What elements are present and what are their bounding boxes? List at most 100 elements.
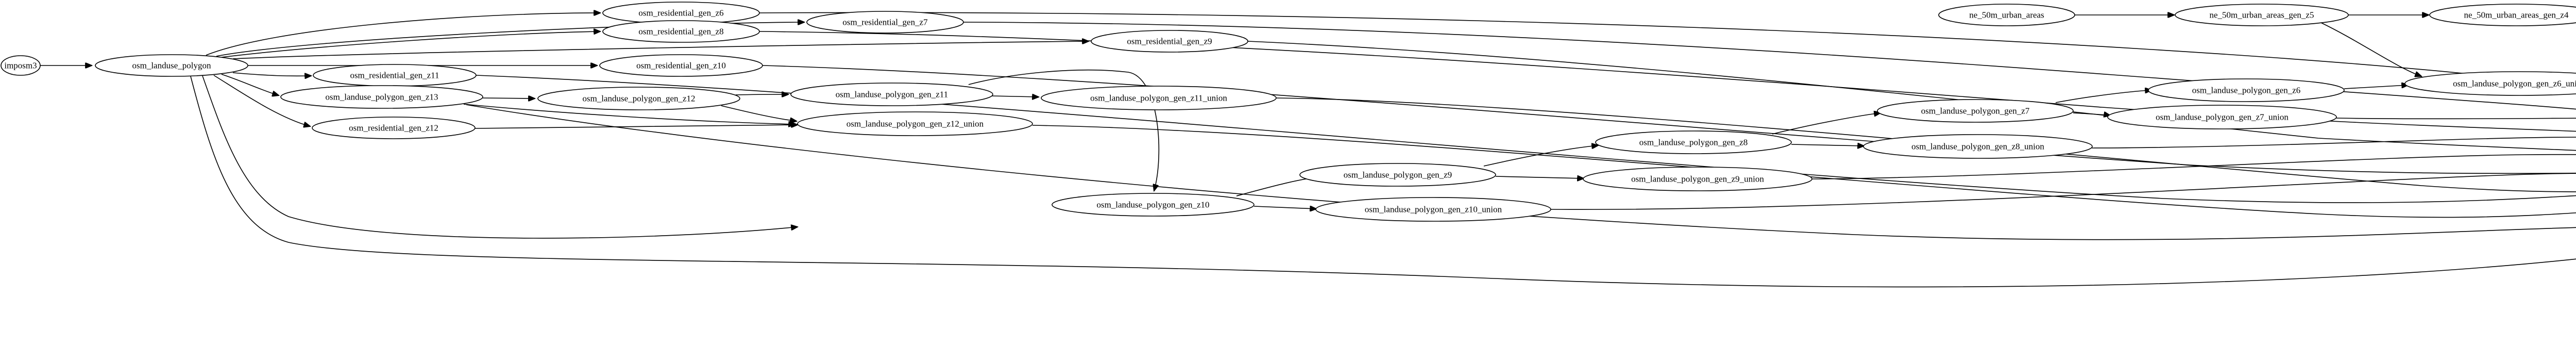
node-label: osm_residential_gen_z12	[349, 123, 438, 133]
node-ellipse	[1299, 163, 1496, 187]
graph-node-osm_landuse_polygon_gen_z8[interactable]: osm_landuse_polygon_gen_z8	[1595, 130, 1792, 154]
graph-edge	[1811, 154, 2576, 179]
graph-node-osm_landuse_polygon[interactable]: osm_landuse_polygon	[95, 54, 248, 77]
graph-node-osm_landuse_polygon_gen_z7[interactable]: osm_landuse_polygon_gen_z7	[1877, 99, 2074, 123]
graph-edge	[2320, 22, 2421, 76]
graph-edge	[2344, 85, 2408, 89]
graph-edge	[2073, 113, 2110, 116]
graph-edge	[466, 104, 2576, 240]
graph-edge	[963, 22, 2576, 110]
node-ellipse	[602, 20, 760, 43]
node-ellipse	[1938, 4, 2075, 26]
node-ellipse	[2148, 78, 2345, 102]
graph-node-osm_residential_gen_z8[interactable]: osm_residential_gen_z8	[602, 20, 760, 43]
node-label: osm_residential_gen_z9	[1127, 37, 1212, 46]
node-ellipse	[1583, 167, 1812, 191]
graph-node-imposm3[interactable]: imposm3	[1, 55, 41, 76]
graph-edge	[968, 69, 1160, 191]
node-label: osm_residential_gen_z11	[350, 71, 439, 80]
graph-edge	[1483, 145, 1598, 167]
graph-edge	[463, 104, 795, 124]
node-ellipse	[599, 54, 763, 77]
graph-node-osm_landuse_polygon_gen_z13[interactable]: osm_landuse_polygon_gen_z13	[280, 85, 483, 109]
node-ellipse	[1315, 197, 1551, 222]
nodes-layer: imposm3 osm_landuse_polygon osm_residentia…	[1, 2, 2576, 222]
node-label: osm_landuse_polygon_gen_z9_union	[1631, 174, 1764, 184]
node-label: osm_landuse_polygon_gen_z8_union	[1911, 142, 2044, 152]
graph-edge	[1550, 173, 2576, 210]
node-ellipse	[797, 111, 1033, 136]
graph-node-osm_landuse_polygon_gen_z11[interactable]: osm_landuse_polygon_gen_z11	[790, 83, 993, 106]
node-label: osm_landuse_polygon_gen_z7_union	[2156, 112, 2289, 122]
node-label: osm_residential_gen_z10	[636, 61, 726, 71]
graph-edge	[232, 41, 1089, 59]
graph-node-ne_50m_urban_areas[interactable]: ne_50m_urban_areas	[1938, 4, 2075, 26]
graph-node-osm_landuse_polygon_gen_z9[interactable]: osm_landuse_polygon_gen_z9	[1299, 163, 1496, 187]
graph-node-osm_landuse_polygon_gen_z10_union[interactable]: osm_landuse_polygon_gen_z10_union	[1315, 197, 1551, 222]
graph-node-osm_landuse_polygon_gen_z7_union[interactable]: osm_landuse_polygon_gen_z7_union	[2107, 105, 2337, 129]
node-label: osm_landuse_polygon_gen_z13	[325, 92, 438, 102]
node-ellipse	[1863, 134, 2093, 159]
node-ellipse	[1041, 86, 1277, 110]
graph-node-osm_landuse_polygon_gen_z12[interactable]: osm_landuse_polygon_gen_z12	[537, 87, 740, 110]
node-ellipse	[1052, 193, 1255, 217]
graph-edge	[735, 94, 788, 95]
graph-node-osm_landuse_polygon_gen_z6_union[interactable]: osm_landuse_polygon_gen_z6_union	[2404, 71, 2576, 96]
graph-edge	[202, 75, 798, 239]
node-ellipse	[2429, 4, 2576, 26]
graph-node-osm_landuse_polygon_gen_z11_union[interactable]: osm_landuse_polygon_gen_z11_union	[1041, 86, 1277, 110]
graph-edge	[221, 74, 279, 95]
graph-node-osm_landuse_polygon_gen_z12_union[interactable]: osm_landuse_polygon_gen_z12_union	[797, 111, 1033, 136]
node-label: osm_landuse_polygon_gen_z10_union	[1365, 205, 1502, 215]
node-label: imposm3	[4, 61, 37, 71]
node-label: osm_landuse_polygon_gen_z9	[1344, 170, 1452, 180]
graph-node-osm_residential_gen_z6[interactable]: osm_residential_gen_z6	[602, 2, 760, 24]
graph-edge	[2055, 90, 2151, 103]
node-label: osm_landuse_polygon_gen_z11	[836, 90, 948, 100]
node-ellipse	[280, 85, 483, 109]
graph-edge	[721, 105, 796, 121]
node-ellipse	[1595, 130, 1792, 154]
graph-edge	[473, 125, 798, 129]
node-label: osm_landuse_polygon_gen_z8	[1639, 138, 1748, 147]
graph-node-osm_landuse_polygon_gen_z9_union[interactable]: osm_landuse_polygon_gen_z9_union	[1583, 167, 1812, 191]
graph-node-osm_residential_gen_z10[interactable]: osm_residential_gen_z10	[599, 54, 763, 77]
graph-node-osm_residential_gen_z9[interactable]: osm_residential_gen_z9	[1091, 30, 1248, 53]
node-ellipse	[537, 87, 740, 110]
node-label: osm_landuse_polygon_gen_z12_union	[846, 119, 984, 129]
graph-edge	[1253, 206, 1316, 209]
node-ellipse	[1091, 30, 1248, 53]
graph-edge	[1495, 176, 1584, 178]
node-ellipse	[95, 54, 248, 77]
graph-node-osm_residential_gen_z7[interactable]: osm_residential_gen_z7	[806, 11, 964, 34]
graph-edge	[1772, 113, 1880, 135]
graph-node-osm_landuse_polygon_gen_z6[interactable]: osm_landuse_polygon_gen_z6	[2148, 78, 2345, 102]
node-label: osm_residential_gen_z7	[842, 18, 928, 27]
graph-node-osm_residential_gen_z12[interactable]: osm_residential_gen_z12	[312, 117, 476, 139]
graph-node-ne_50m_urban_areas_gen_z5[interactable]: ne_50m_urban_areas_gen_z5	[2175, 4, 2349, 26]
node-label: osm_landuse_polygon_gen_z6_union	[2453, 79, 2576, 89]
node-ellipse	[2175, 4, 2349, 26]
graph-edge	[190, 76, 2576, 288]
graph-edge	[206, 13, 600, 56]
node-label: osm_landuse_polygon_gen_z11_union	[1090, 93, 1227, 103]
edges-layer	[40, 12, 2576, 288]
node-label: ne_50m_urban_areas_gen_z4	[2464, 10, 2569, 20]
graph-node-ne_50m_urban_areas_gen_z4[interactable]: ne_50m_urban_areas_gen_z4	[2429, 4, 2576, 26]
node-ellipse	[1877, 99, 2074, 123]
graph-edge	[221, 31, 600, 58]
graph-node-osm_landuse_polygon_gen_z8_union[interactable]: osm_landuse_polygon_gen_z8_union	[1863, 134, 2093, 159]
node-label: ne_50m_urban_areas	[1969, 10, 2044, 20]
node-ellipse	[806, 11, 964, 34]
graph-node-osm_residential_gen_z11[interactable]: osm_residential_gen_z11	[313, 64, 477, 87]
node-ellipse	[2107, 105, 2337, 129]
graph-node-osm_landuse_polygon_gen_z10[interactable]: osm_landuse_polygon_gen_z10	[1052, 193, 1255, 217]
node-label: osm_residential_gen_z6	[638, 8, 723, 18]
graph-edge	[232, 72, 311, 76]
graph-edge	[2091, 137, 2576, 149]
node-ellipse	[2404, 71, 2576, 96]
node-label: osm_landuse_polygon_gen_z6	[2192, 86, 2301, 95]
node-ellipse	[312, 117, 476, 139]
node-label: osm_landuse_polygon	[132, 61, 211, 71]
